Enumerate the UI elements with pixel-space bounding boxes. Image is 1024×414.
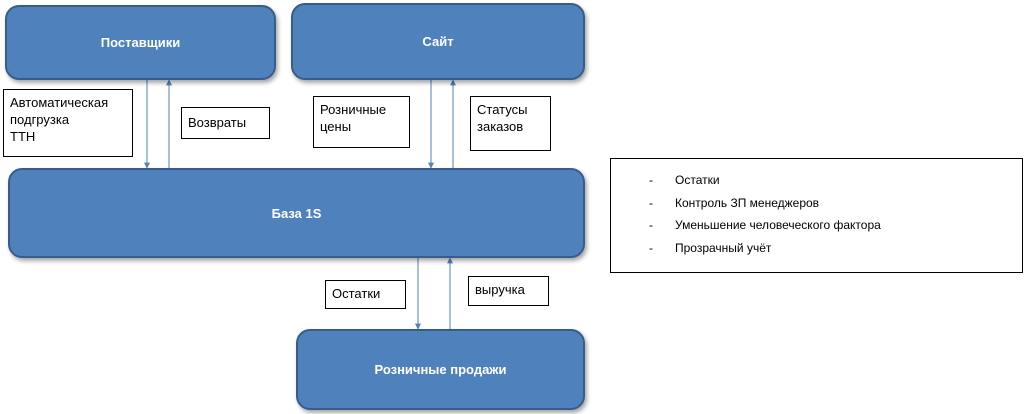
- list-bullet: -: [649, 240, 653, 255]
- returns-label: Возвраты: [181, 107, 270, 139]
- retail-prices-label: Розничные цены: [313, 96, 410, 148]
- list-item: - Контроль ЗП менеджеров: [611, 192, 1022, 215]
- base-node: База 1S: [8, 168, 585, 258]
- stock-label: Остатки: [325, 280, 406, 309]
- list-bullet: -: [649, 173, 653, 187]
- base-node-label: База 1S: [271, 205, 322, 221]
- list-item: - Прозрачный учёт: [611, 237, 1022, 260]
- list-item: - Уменьшение человеческого фактора: [611, 214, 1022, 237]
- order-statuses-label: Статусы заказов: [470, 96, 551, 151]
- list-item: - Остатки: [611, 169, 1022, 192]
- list-bullet: -: [649, 195, 653, 210]
- suppliers-node: Поставщики: [5, 5, 276, 80]
- list-bullet: -: [649, 218, 653, 232]
- auto-upload-label: Автоматическая подгрузка ТТН: [3, 89, 133, 157]
- list-item-text: Контроль ЗП менеджеров: [675, 195, 820, 210]
- revenue-label: выручка: [468, 276, 549, 306]
- retail-node: Розничные продажи: [296, 329, 585, 410]
- list-item-text: Прозрачный учёт: [675, 240, 772, 255]
- benefits-list: - Остатки - Контроль ЗП менеджеров - Уме…: [611, 159, 1022, 259]
- list-item-text: Остатки: [675, 173, 720, 187]
- list-item-text: Уменьшение человеческого фактора: [675, 218, 881, 232]
- retail-node-label: Розничные продажи: [374, 362, 507, 377]
- suppliers-node-label: Поставщики: [100, 35, 181, 50]
- site-node: Сайт: [291, 3, 585, 80]
- benefits-list-box: - Остатки - Контроль ЗП менеджеров - Уме…: [610, 158, 1023, 273]
- site-node-label: Сайт: [422, 34, 454, 49]
